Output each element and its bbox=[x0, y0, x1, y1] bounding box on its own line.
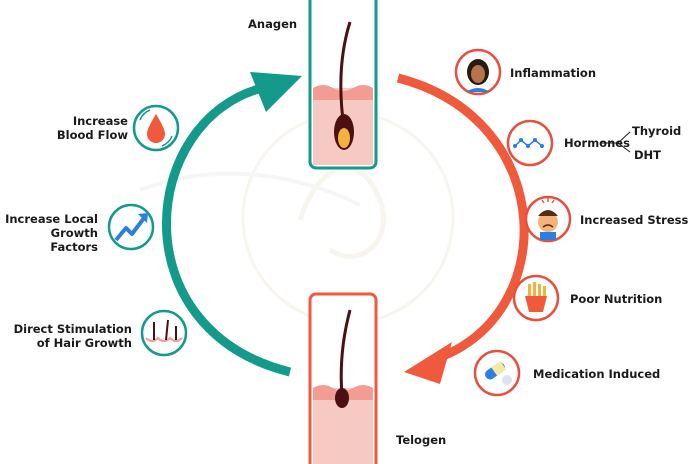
label-line-1: Direct Stimulation bbox=[13, 322, 132, 336]
hormone-branch-lines bbox=[600, 131, 631, 153]
telogen-label: Telogen bbox=[396, 433, 447, 447]
coral-cycle-arc bbox=[396, 73, 529, 365]
label-line-2: Growth Factors bbox=[50, 226, 98, 254]
label-increase-growth-factors: Increase Local Growth Factors bbox=[0, 212, 98, 254]
molecule-icon bbox=[506, 119, 554, 167]
teal-cycle-arc bbox=[162, 83, 292, 377]
fries-icon bbox=[512, 274, 560, 322]
label-line-1: Increase Local bbox=[5, 212, 98, 226]
label-dht: DHT bbox=[634, 148, 662, 162]
blood-drop-icon bbox=[132, 104, 180, 152]
hair-follicle-icon bbox=[140, 309, 188, 357]
woman-face-icon bbox=[454, 48, 502, 96]
label-increased-stress: Increased Stress bbox=[580, 213, 689, 227]
label-medication-induced: Medication Induced bbox=[533, 367, 661, 381]
telogen-follicle bbox=[308, 292, 378, 464]
label-increase-blood-flow: Increase Blood Flow bbox=[8, 114, 128, 142]
coral-arrow-head bbox=[404, 342, 452, 384]
label-line-1: Increase bbox=[72, 114, 128, 128]
label-hormones: Hormones bbox=[564, 136, 630, 150]
label-inflammation: Inflammation bbox=[510, 66, 597, 80]
pills-icon bbox=[473, 349, 521, 397]
anagen-label: Anagen bbox=[248, 17, 298, 31]
teal-arrow-head bbox=[250, 72, 302, 112]
stressed-face-icon bbox=[524, 195, 572, 243]
label-thyroid: Thyroid bbox=[632, 124, 682, 138]
label-line-2: Blood Flow bbox=[56, 128, 128, 142]
anagen-follicle bbox=[308, 0, 378, 170]
trend-up-icon bbox=[107, 203, 155, 251]
label-direct-stimulation: Direct Stimulation of Hair Growth bbox=[0, 322, 132, 350]
label-poor-nutrition: Poor Nutrition bbox=[570, 292, 663, 306]
label-line-2: of Hair Growth bbox=[36, 336, 132, 350]
